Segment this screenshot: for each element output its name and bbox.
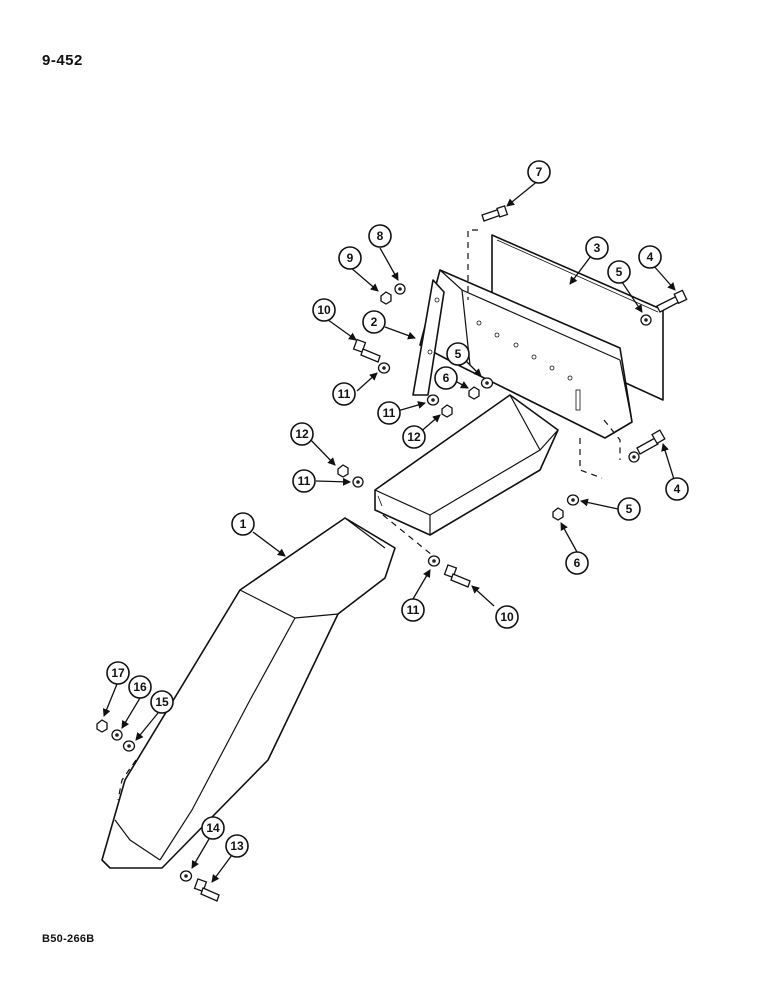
nut-6-lower xyxy=(552,507,564,521)
callout-11-c: 11 xyxy=(292,469,316,493)
svg-text:11: 11 xyxy=(298,474,311,488)
callout-6-mid: 6 xyxy=(434,366,458,390)
washer-11-c xyxy=(352,476,364,488)
bolt-10-upper xyxy=(352,338,381,363)
alignment-lines xyxy=(117,229,621,801)
callout-14: 14 xyxy=(201,816,225,840)
bolt-4-upper xyxy=(656,289,688,313)
svg-text:5: 5 xyxy=(455,347,462,361)
svg-text:17: 17 xyxy=(111,666,125,680)
callout-17: 17 xyxy=(106,661,130,685)
nut-6-mid xyxy=(468,386,480,400)
callout-4-upper: 4 xyxy=(638,245,662,269)
drawing-code: B50-266B xyxy=(42,933,95,945)
svg-text:5: 5 xyxy=(626,502,633,516)
svg-text:11: 11 xyxy=(407,603,420,617)
callout-13: 13 xyxy=(225,834,249,858)
svg-text:11: 11 xyxy=(338,387,351,401)
mounting-bracket-part xyxy=(412,269,633,439)
page-number: 9-452 xyxy=(42,52,83,69)
svg-text:10: 10 xyxy=(500,610,514,624)
nut-12-b xyxy=(337,464,349,478)
washer-5-upper xyxy=(640,314,652,326)
callout-10-lower: 10 xyxy=(495,605,519,629)
callout-11-d: 11 xyxy=(401,598,425,622)
washer-5-lower-b xyxy=(566,494,580,506)
callout-11-a: 11 xyxy=(332,382,356,406)
svg-text:9: 9 xyxy=(347,251,354,265)
callout-5-lower: 5 xyxy=(617,497,641,521)
svg-text:3: 3 xyxy=(594,241,601,255)
svg-text:6: 6 xyxy=(443,371,450,385)
nut-9 xyxy=(380,291,392,305)
svg-text:1: 1 xyxy=(240,517,247,531)
svg-text:5: 5 xyxy=(616,265,623,279)
svg-text:14: 14 xyxy=(206,821,220,835)
nut-17 xyxy=(96,719,108,733)
callout-12-b: 12 xyxy=(290,422,314,446)
washer-15 xyxy=(122,740,136,752)
svg-text:4: 4 xyxy=(647,250,654,264)
washer-5-mid xyxy=(480,377,494,389)
callout-6-lower: 6 xyxy=(565,551,589,575)
bolt-7 xyxy=(481,205,509,222)
callout-2: 2 xyxy=(362,310,386,334)
svg-text:12: 12 xyxy=(295,427,309,441)
bolt-4-lower xyxy=(636,429,666,455)
callout-12-a: 12 xyxy=(402,425,426,449)
washer-8 xyxy=(394,283,406,295)
bolt-13 xyxy=(193,878,220,902)
washer-11-b xyxy=(426,394,440,406)
callout-7: 7 xyxy=(527,160,551,184)
svg-text:6: 6 xyxy=(574,556,581,570)
leader-lines xyxy=(102,179,678,883)
callout-5-upper: 5 xyxy=(607,260,631,284)
callout-10-upper: 10 xyxy=(312,298,336,322)
svg-text:15: 15 xyxy=(155,695,169,709)
callout-9: 9 xyxy=(338,246,362,270)
callout-15: 15 xyxy=(150,690,174,714)
spout-channel-part xyxy=(374,394,559,536)
callout-3: 3 xyxy=(585,236,609,260)
fender-part xyxy=(101,517,396,869)
svg-text:8: 8 xyxy=(377,229,384,243)
washer-14 xyxy=(179,870,193,882)
svg-text:12: 12 xyxy=(407,430,421,444)
bolt-10-lower xyxy=(443,564,471,588)
callout-16: 16 xyxy=(128,675,152,699)
washer-11-d xyxy=(427,555,441,567)
nut-12-a xyxy=(441,404,453,418)
svg-text:7: 7 xyxy=(536,165,543,179)
callout-1: 1 xyxy=(231,512,255,536)
svg-text:2: 2 xyxy=(371,315,378,329)
callout-4-lower: 4 xyxy=(665,477,689,501)
svg-text:16: 16 xyxy=(133,680,147,694)
svg-text:4: 4 xyxy=(674,482,681,496)
callout-11-b: 11 xyxy=(377,401,401,425)
svg-text:13: 13 xyxy=(230,839,244,853)
lockwasher-16 xyxy=(111,729,123,741)
callout-5-mid: 5 xyxy=(446,342,470,366)
svg-text:10: 10 xyxy=(317,303,331,317)
callout-8: 8 xyxy=(368,224,392,248)
washer-11-a xyxy=(377,362,391,374)
washer-5-lower-a xyxy=(628,451,640,463)
svg-text:11: 11 xyxy=(383,406,396,420)
